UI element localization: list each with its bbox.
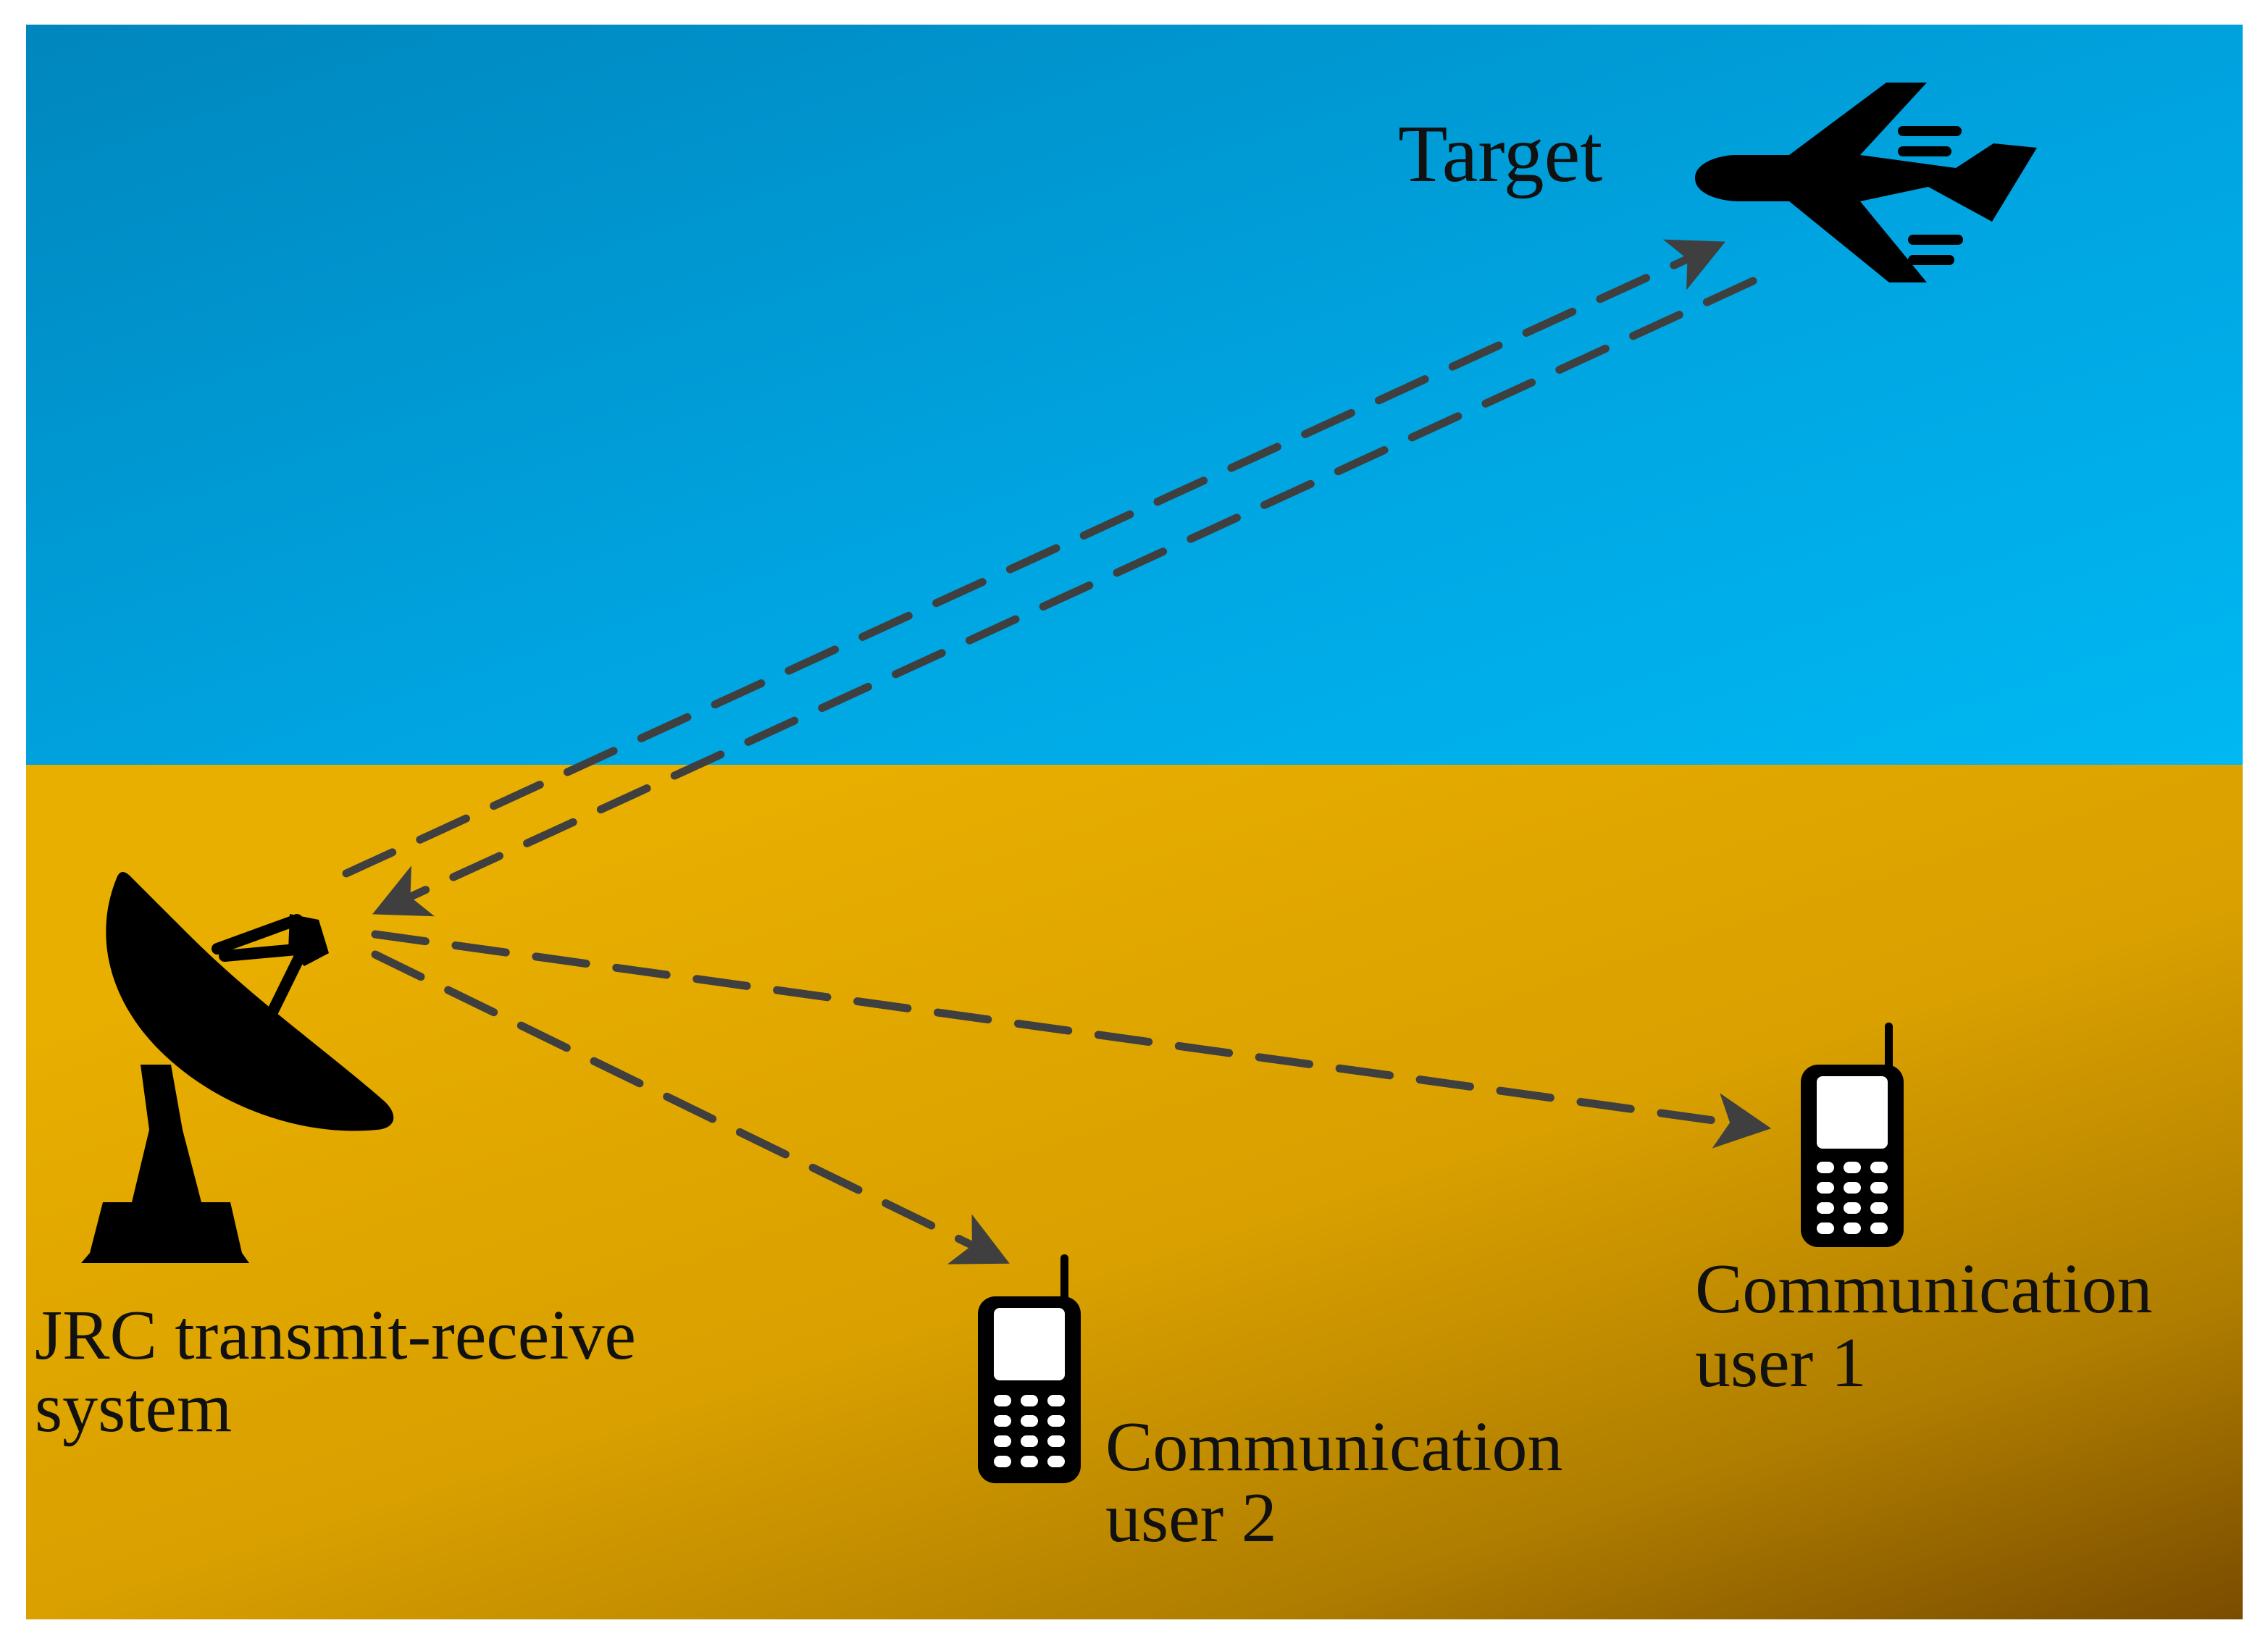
user1-label-line1: Communication: [1695, 1250, 2153, 1328]
jrc-label-line1: JRC transmit-receive: [35, 1296, 636, 1375]
link-jrc-to-target: [342, 239, 1726, 878]
mobile-phone-icon: [1801, 1023, 1904, 1247]
sky-background: [26, 25, 2243, 766]
user1-label-line2: user 1: [1695, 1324, 1867, 1402]
target-label: Target: [1398, 109, 1602, 199]
radar-dish-icon: [81, 872, 394, 1263]
signal-links: [342, 239, 1772, 1265]
user2-label-line2: user 2: [1105, 1479, 1277, 1557]
user2-label-line1: Communication: [1105, 1408, 1563, 1486]
airplane-icon: [1695, 83, 2037, 282]
link-target-to-jrc: [372, 277, 1757, 917]
mobile-phone-icon: [978, 1254, 1081, 1483]
link-jrc-to-user1: [371, 930, 1772, 1149]
link-jrc-to-user2: [371, 950, 1010, 1265]
jrc-label-line2: system: [35, 1369, 232, 1447]
